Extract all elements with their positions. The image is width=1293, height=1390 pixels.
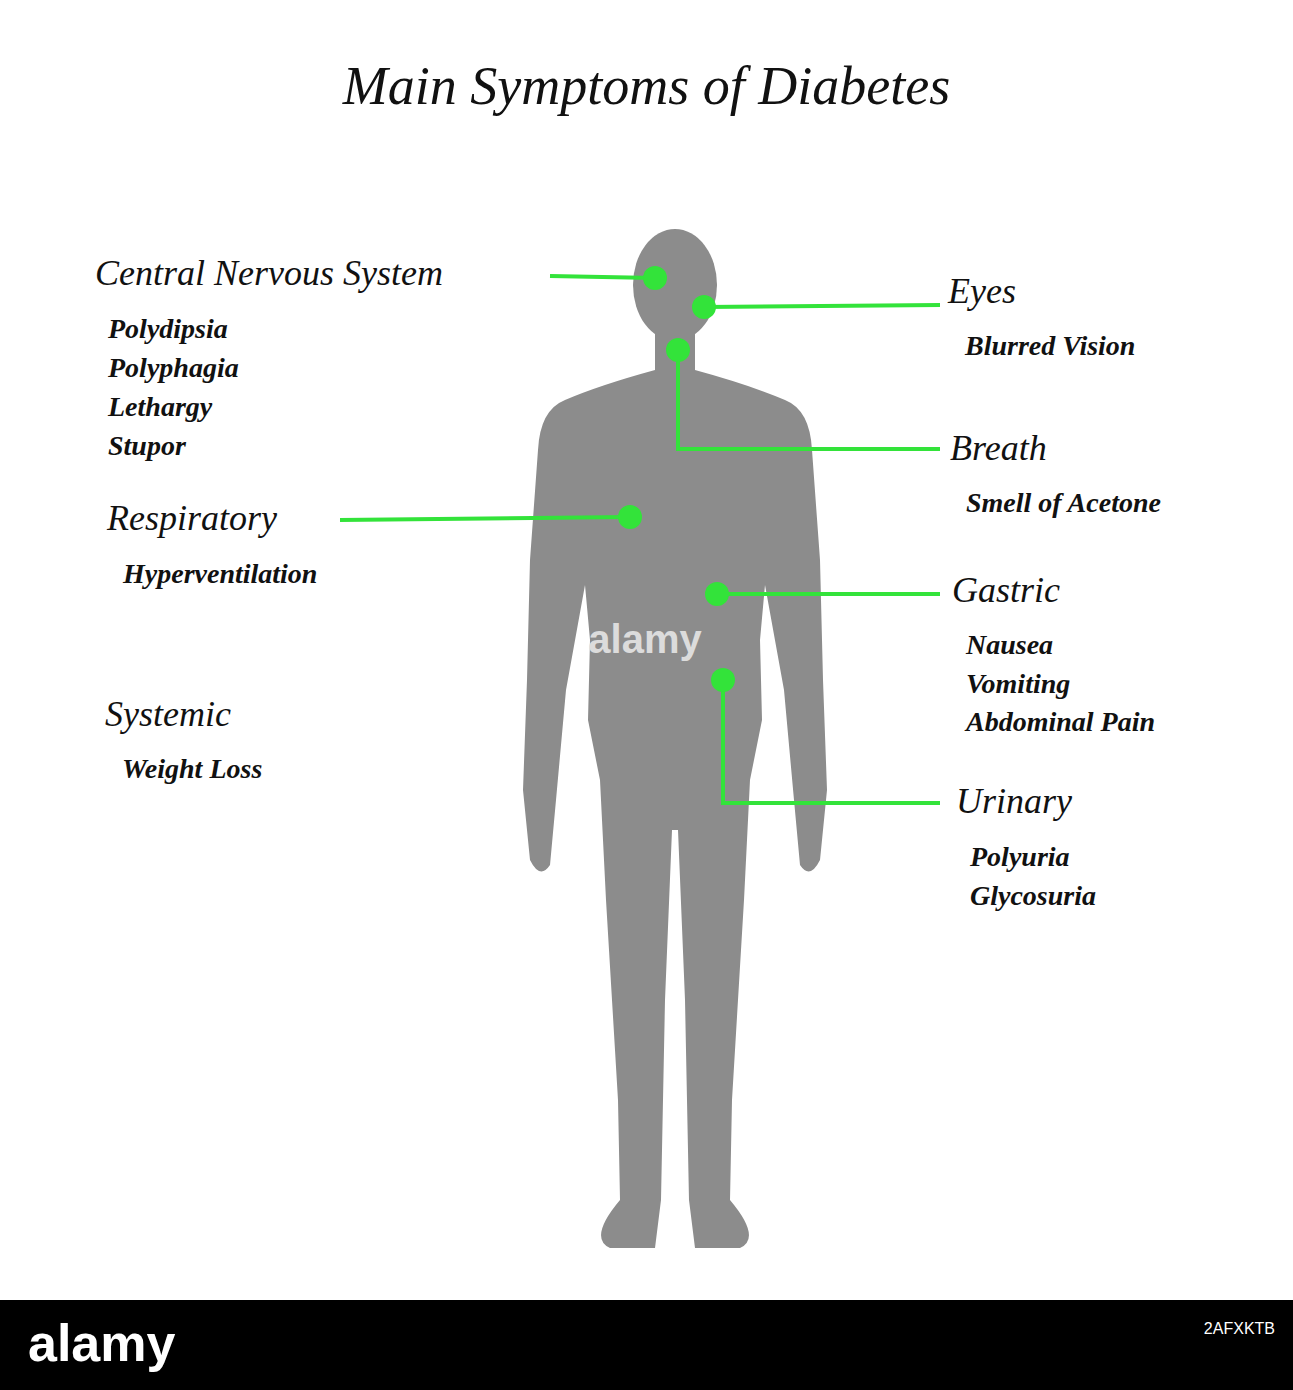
leader-line xyxy=(704,305,940,307)
symptom-item: Abdominal Pain xyxy=(966,706,1155,738)
watermark-logo: alamy xyxy=(28,1314,175,1374)
symptom-item: Glycosuria xyxy=(970,880,1096,912)
leader-line xyxy=(723,680,940,803)
marker-dot xyxy=(711,668,735,692)
symptom-item: Polyphagia xyxy=(108,352,239,384)
symptom-item: Stupor xyxy=(108,430,186,462)
category-heading: Breath xyxy=(950,428,1047,469)
body xyxy=(523,330,827,1248)
leader-line xyxy=(678,350,940,449)
leader-line xyxy=(340,517,630,520)
symptom-item: Smell of Acetone xyxy=(966,487,1161,519)
human-silhouette xyxy=(523,229,827,1248)
image-id: 2AFXKTB xyxy=(1204,1320,1275,1338)
category-heading: Systemic xyxy=(105,694,231,735)
category-heading: Central Nervous System xyxy=(95,253,443,294)
head xyxy=(633,229,717,341)
category-heading: Eyes xyxy=(948,271,1016,312)
leader-line xyxy=(550,276,655,278)
watermark-center: alamy xyxy=(588,616,701,662)
marker-dot xyxy=(705,582,729,606)
leader-lines xyxy=(340,276,940,803)
category-heading: Respiratory xyxy=(107,498,277,539)
marker-dot xyxy=(692,295,716,319)
leader-line xyxy=(717,592,940,596)
marker-dot xyxy=(643,266,667,290)
category-heading: Urinary xyxy=(956,781,1072,822)
symptom-item: Vomiting xyxy=(966,668,1070,700)
symptom-item: Polydipsia xyxy=(108,313,228,345)
symptom-item: Hyperventilation xyxy=(123,558,317,590)
category-heading: Gastric xyxy=(952,570,1060,611)
marker-dot xyxy=(666,338,690,362)
symptom-item: Blurred Vision xyxy=(965,330,1135,362)
symptom-item: Weight Loss xyxy=(122,753,262,785)
footer-bar xyxy=(0,1300,1293,1390)
symptom-item: Polyuria xyxy=(970,841,1070,873)
diagram-title: Main Symptoms of Diabetes xyxy=(0,55,1293,117)
symptom-item: Nausea xyxy=(966,629,1053,661)
symptom-item: Lethargy xyxy=(108,391,212,423)
marker-dot xyxy=(618,505,642,529)
